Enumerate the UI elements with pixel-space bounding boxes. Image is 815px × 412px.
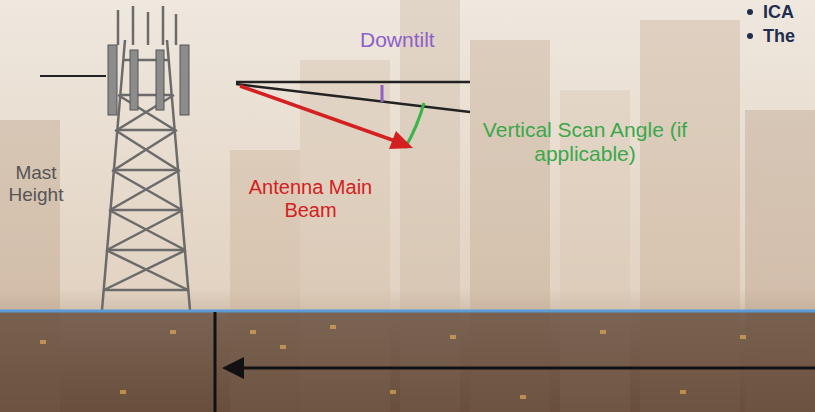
reference-line: [40, 75, 106, 77]
bullet-text: ICA: [763, 2, 794, 23]
antenna-panels: [108, 45, 189, 115]
bullet-dot: [747, 9, 753, 15]
distance-arrowhead: [222, 357, 244, 379]
main-beam-head: [389, 131, 413, 149]
downtilt-label: Downtilt: [360, 28, 435, 52]
scan-angle-label: Vertical Scan Angle (if applicable): [460, 118, 710, 166]
mast-height-label: Mast Height: [2, 162, 70, 206]
tower-lattice: [102, 6, 190, 310]
downtilt-marker: [381, 85, 384, 102]
beam-label: Antenna Main Beam: [248, 176, 373, 222]
scan-angle-arc: [405, 103, 424, 148]
bullet-dot: [747, 33, 753, 39]
main-beam-line: [240, 86, 398, 142]
bullet-text: The: [763, 26, 795, 47]
tower-base-line: [214, 312, 217, 412]
horizontal-line: [236, 81, 470, 84]
ground-line: [0, 310, 815, 313]
distance-arrow: [238, 367, 815, 370]
